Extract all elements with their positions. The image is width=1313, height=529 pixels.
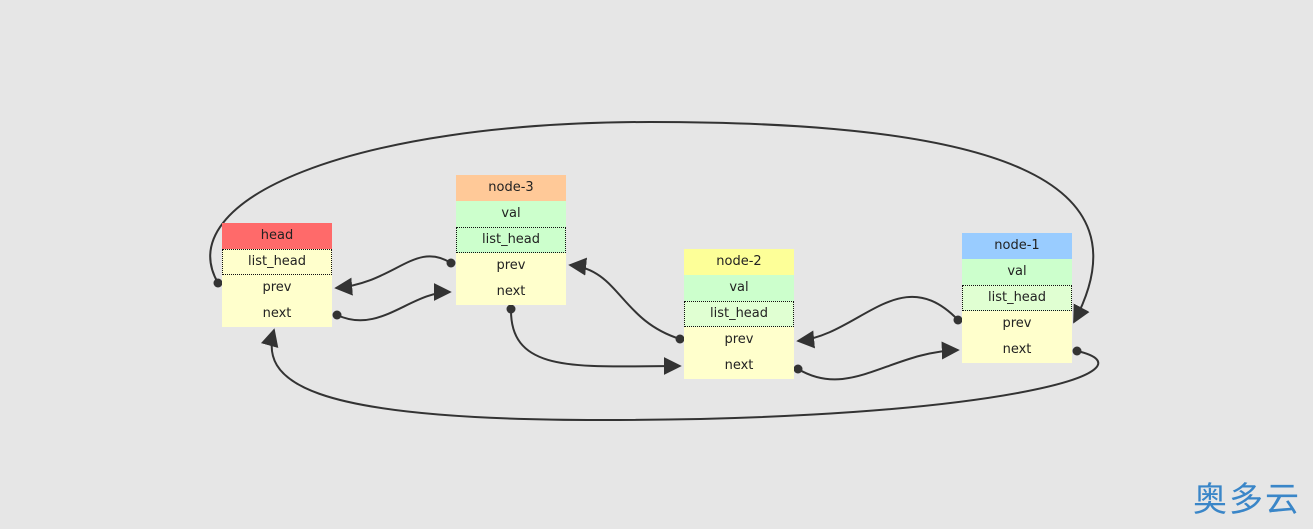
node-1-val: val bbox=[962, 259, 1072, 285]
node-1-list-head: list_head bbox=[962, 285, 1072, 311]
node-1: node-1 val list_head prev next bbox=[962, 233, 1072, 363]
edge-head-prev-to-node1 bbox=[209, 120, 1095, 324]
dot-node3-next bbox=[506, 304, 516, 314]
node-2-next: next bbox=[684, 353, 794, 379]
node-head-title: head bbox=[222, 223, 332, 249]
node-1-next: next bbox=[962, 337, 1072, 363]
node-1-prev: prev bbox=[962, 311, 1072, 337]
dot-head-next bbox=[332, 310, 342, 320]
node-3-title: node-3 bbox=[456, 175, 566, 201]
dot-node1-next bbox=[1072, 346, 1082, 356]
dot-node2-next bbox=[793, 364, 803, 374]
node-head: head list_head prev next bbox=[222, 223, 332, 327]
node-head-list-head: list_head bbox=[222, 249, 332, 275]
node-1-title: node-1 bbox=[962, 233, 1072, 259]
edge-node3-prev-to-head bbox=[334, 255, 452, 296]
dot-node1-prev bbox=[953, 315, 963, 325]
node-2-list-head: list_head bbox=[684, 301, 794, 327]
edge-node1-next-to-head bbox=[260, 328, 1100, 422]
node-2-prev: prev bbox=[684, 327, 794, 353]
dot-node2-prev bbox=[675, 334, 685, 344]
watermark-text: 奥多云 bbox=[1193, 480, 1301, 520]
node-3: node-3 val list_head prev next bbox=[456, 175, 566, 305]
edge-head-next-to-node3 bbox=[336, 283, 452, 322]
dot-node3-prev bbox=[446, 258, 456, 268]
node-head-prev: prev bbox=[222, 275, 332, 301]
node-2-title: node-2 bbox=[684, 249, 794, 275]
node-2: node-2 val list_head prev next bbox=[684, 249, 794, 379]
dot-head-prev bbox=[213, 278, 223, 288]
node-2-val: val bbox=[684, 275, 794, 301]
edge-node1-prev-to-node2 bbox=[796, 296, 959, 349]
node-head-next: next bbox=[222, 301, 332, 327]
edge-node3-next-to-node2 bbox=[509, 308, 682, 376]
node-3-prev: prev bbox=[456, 253, 566, 279]
node-3-val: val bbox=[456, 201, 566, 227]
node-3-next: next bbox=[456, 279, 566, 305]
edge-node2-prev-to-node3 bbox=[568, 257, 681, 340]
node-3-list-head: list_head bbox=[456, 227, 566, 253]
edge-node2-next-to-node1 bbox=[797, 341, 960, 381]
